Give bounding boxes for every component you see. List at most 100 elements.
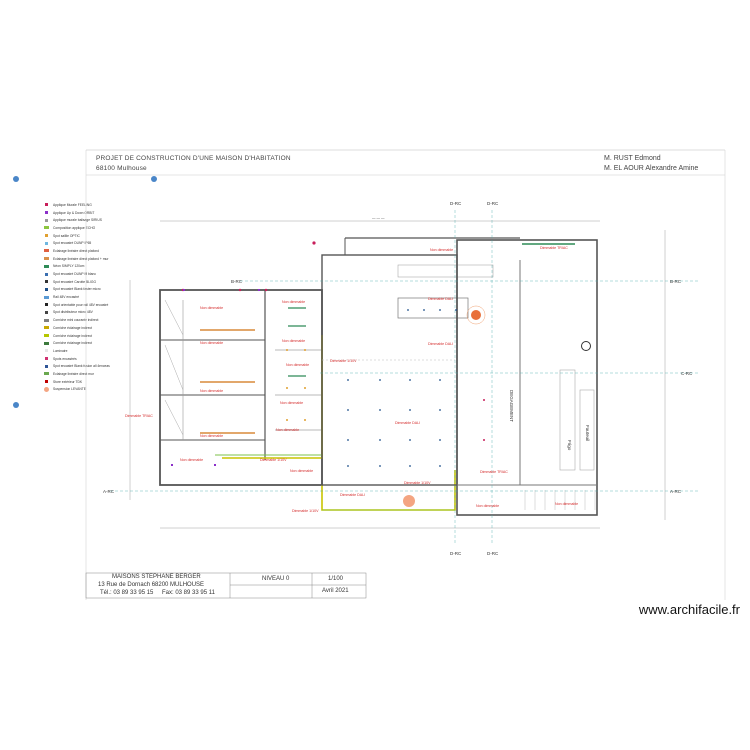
legend-item: Corniche mini courante indirect	[44, 316, 144, 324]
side-marker	[151, 176, 157, 182]
legend-label: Eclairage linéaire direct mur	[53, 371, 94, 376]
legend-label: Spot distributeur micro 48V	[53, 310, 93, 315]
room-label: Non dimmable	[200, 306, 223, 310]
axis-label: B-RC	[231, 279, 243, 284]
room-label: DEGAGEMENT	[509, 390, 514, 422]
legend-label: Corniche éclairage indirect	[53, 333, 93, 338]
legend-label: Composition applique ECHO	[53, 225, 96, 230]
legend-label: Corniche mini courante indirect	[53, 318, 99, 323]
room-label: Dimmable DALI	[340, 493, 365, 497]
room-label: Dimmable 1/10V	[404, 481, 431, 485]
legend-label: Suspension LEVANTE	[53, 387, 86, 392]
company-fax: Fax: 03 89 33 95 11	[162, 590, 215, 596]
legend-swatch-icon	[44, 386, 49, 392]
legend-swatch-icon	[44, 341, 49, 345]
legend-item: Applique murale balisage SIRIUS	[44, 216, 144, 224]
room-label: Non dimmable	[200, 389, 223, 393]
legend-swatch-icon	[45, 349, 48, 353]
room-label: Non dimmable	[280, 401, 303, 405]
legend-item: Spot encastré DUNP M blanc	[44, 270, 144, 278]
axis-label: A-RC	[103, 489, 115, 494]
legend-item: Store extérieur TDK	[44, 378, 144, 386]
legend-item: Rail 48V encastré	[44, 293, 144, 301]
legend-item: Corniche éclairage indirect	[44, 324, 144, 332]
legend-swatch-icon	[44, 226, 49, 230]
axis-label: B-RC	[670, 279, 682, 284]
legend-swatch-icon	[45, 287, 48, 291]
compass-icon	[581, 341, 591, 351]
room-label: Dimmable TRIAC	[480, 470, 508, 474]
legend-item: Corniche éclairage indirect	[44, 332, 144, 340]
room-label: Dimmable 1/10V	[330, 359, 357, 363]
legend-swatch-icon	[44, 326, 49, 330]
legend-swatch-icon	[45, 364, 48, 368]
axis-label: D-RC	[487, 201, 499, 206]
legend-label: Spot orientable pour rail 48V encastré	[53, 302, 109, 307]
room-label: Non dimmable	[430, 248, 453, 252]
dim-text: — — —	[372, 216, 385, 220]
legend-swatch-icon	[45, 218, 48, 222]
legend-label: Store extérieur TDK	[53, 379, 83, 384]
legend-swatch-icon	[45, 234, 48, 238]
room-label: Non dimmable	[282, 339, 305, 343]
room-label: Dimmable 1/10V	[292, 509, 319, 513]
legend-swatch-icon	[45, 241, 48, 245]
legend-item: Composition applique ECHO	[44, 224, 144, 232]
legend-label: Applique Up & Down ORBIT	[53, 210, 95, 215]
legend-swatch-icon	[45, 380, 48, 384]
legend-swatch-icon	[45, 272, 48, 276]
project-title: PROJET DE CONSTRUCTION D'UNE MAISON D'HA…	[96, 155, 291, 162]
side-marker	[13, 176, 19, 182]
level-label: NIVEAU 0	[262, 576, 290, 582]
legend-label: Spot encastré DUNP IP65	[53, 241, 92, 246]
company-address: 13 Rue de Dornach 68200 MULHOUSE	[98, 582, 205, 588]
legend-item: Eclairage linéaire direct mur	[44, 370, 144, 378]
legend-label: Eclairage linéaire direct plafond	[53, 248, 100, 253]
axis-label: D-RC	[450, 201, 462, 206]
date-label: Avril 2021	[322, 588, 349, 594]
legend-item: Suspension LEVANTE	[44, 386, 144, 394]
legend-label: Rail 48V encastré	[53, 295, 80, 300]
client-name-1: M. RUST Edmond	[604, 155, 661, 162]
legend-swatch-icon	[44, 318, 49, 322]
room-label: Non dimmable	[276, 428, 299, 432]
room-label: Dimmable 1/10V	[260, 458, 287, 462]
legend-item: Corniche éclairage indirect	[44, 339, 144, 347]
legend-swatch-icon	[44, 372, 49, 376]
room-label: Dimmable TRIAC	[540, 246, 568, 250]
legend-item: Eclairage linéaire direct plafond	[44, 247, 144, 255]
legend-label: Spots encastrés	[53, 356, 77, 361]
legend-swatch-icon	[45, 211, 48, 215]
room-label: Non dimmable	[286, 363, 309, 367]
room-label: Frigo	[567, 440, 572, 451]
company-phone: Tél.: 03 89 33 95 15	[100, 590, 154, 596]
legend-swatch-icon	[44, 334, 49, 338]
legend-item: Spots encastrés	[44, 355, 144, 363]
axis-label: D-RC	[487, 551, 499, 556]
room-label: Fauteuil	[585, 425, 590, 441]
legend-item: Spot encastré Carotte BLIGG	[44, 278, 144, 286]
legend-swatch-icon	[44, 264, 49, 268]
legend-item: Eclairage linéaire direct plafond + mur	[44, 255, 144, 263]
side-marker	[13, 402, 19, 408]
legend-label: Applique murale balisage SIRIUS	[53, 218, 102, 223]
watermark: www.archifacile.fr	[638, 602, 740, 617]
legend-label: Spot encastré Blank faster micro	[53, 287, 101, 292]
legend-item: Luminaire	[44, 347, 144, 355]
axis-label: D-RC	[450, 551, 462, 556]
room-label: Non dimmable	[290, 469, 313, 473]
legend-swatch-icon	[44, 295, 49, 299]
company-name: MAISONS STEPHANE BERGER	[112, 574, 201, 580]
legend-swatch-icon	[45, 310, 48, 314]
axis-label: A-RC	[670, 489, 682, 494]
legend-item: Spot encastré DUNP IP65	[44, 239, 144, 247]
room-label: Non dimmable	[476, 504, 499, 508]
legend-label: Eclairage linéaire direct plafond + mur	[53, 256, 109, 261]
legend-item: Spot encastré Blank fusion all 4enceas	[44, 362, 144, 370]
legend-swatch-icon	[44, 249, 49, 253]
room-label: Non dimmable	[180, 458, 203, 462]
room-label: Non dimmable	[200, 341, 223, 345]
legend-swatch-icon	[45, 280, 48, 284]
legend-item: Spot saillie OPTIC	[44, 232, 144, 240]
